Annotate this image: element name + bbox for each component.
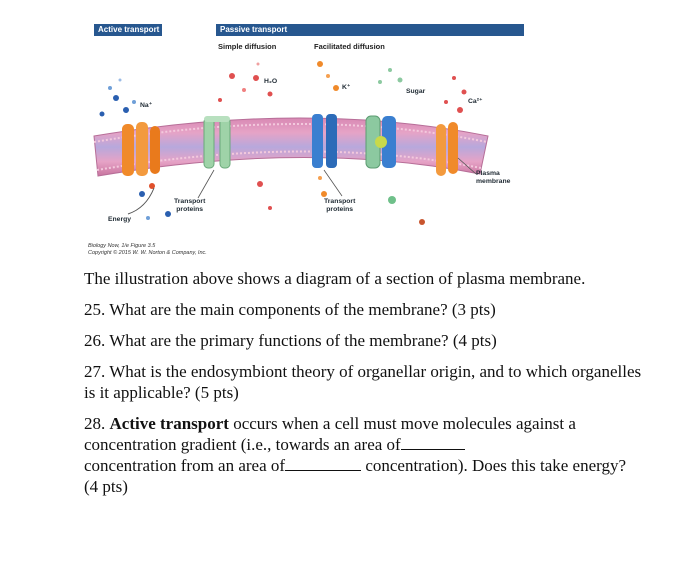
question-28: 28. Active transport occurs when a cell … (84, 414, 627, 496)
ion-particles (99, 61, 467, 225)
potassium-channel-protein (312, 114, 337, 168)
simple-diffusion-label: Simple diffusion (218, 42, 277, 51)
active-transport-banner: Active transport (94, 24, 162, 36)
transport-proteins-label-left: Transport proteins (174, 198, 206, 213)
sodium-label: Na⁺ (140, 102, 153, 109)
water-label: H₂O (264, 78, 278, 85)
figure-credit: Biology Now, 1/e Figure 3.5 Copyright © … (88, 243, 207, 256)
question-27: 27. What is the endosymbiont theory of o… (84, 362, 642, 402)
plasma-membrane-label: Plasma membrane (476, 170, 511, 185)
question-text: The illustration above shows a diagram o… (84, 268, 644, 507)
potassium-label: K⁺ (342, 84, 351, 91)
membrane-diagram (93, 61, 489, 225)
question-25: 25. What are the main components of the … (84, 300, 496, 319)
sodium-pump-protein (122, 122, 160, 176)
energy-arrow (127, 187, 155, 215)
answer-blank-2 (285, 455, 362, 471)
intro-paragraph: The illustration above shows a diagram o… (84, 269, 586, 288)
facilitated-diffusion-label: Facilitated diffusion (314, 42, 385, 51)
calcium-pump-protein (436, 122, 458, 176)
water-channel-protein (203, 116, 231, 169)
energy-label: Energy (108, 216, 132, 223)
membrane-figure: Active transport Passive transport Simpl… (88, 18, 528, 240)
question-26: 26. What are the primary functions of th… (84, 331, 497, 350)
calcium-label: Ca²⁺ (468, 98, 483, 105)
sugar-carrier-protein (365, 115, 396, 169)
answer-blank-1 (400, 434, 465, 450)
transport-proteins-label-right: Transport proteins (324, 198, 356, 213)
sugar-label: Sugar (406, 88, 426, 95)
active-transport-term: Active transport (109, 414, 229, 433)
passive-transport-banner: Passive transport (216, 24, 524, 36)
